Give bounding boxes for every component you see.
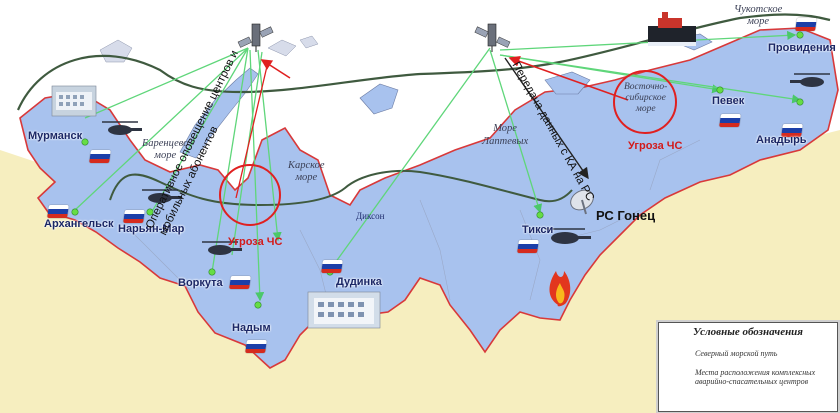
- coastal-route: [109, 169, 573, 207]
- threat-label-right: Угроза ЧС: [628, 140, 683, 152]
- satellite-icon: [237, 23, 274, 52]
- city-label-vorkuta: Воркута: [178, 277, 223, 289]
- map-legend: Условные обозначения Северный морской пу…: [658, 322, 838, 412]
- downlink-arrow: [504, 57, 589, 180]
- threat-link-left-2: [235, 61, 269, 199]
- threat-label-left: Угроза ЧС: [228, 236, 283, 248]
- building-photo: [307, 291, 381, 329]
- ground-station-label: РС Гонец: [596, 208, 656, 223]
- threat-link-left: [260, 59, 291, 79]
- legend-title: Условные обозначения: [693, 326, 803, 338]
- russia-flag-icon: [795, 18, 817, 31]
- franz-josef-land: [267, 35, 319, 57]
- satellite-dish-icon: [570, 189, 594, 215]
- city-label-naryan-mar: Нарьян-Мар: [118, 223, 185, 235]
- sea-label-east-siberian: Восточно- сибирское море: [624, 82, 668, 114]
- legend-route-label: Северный морской путь: [695, 349, 778, 358]
- threat-link-right: [508, 55, 629, 101]
- city-label-provideniya: Провидения: [768, 42, 836, 54]
- russia-flag-icon: [89, 150, 111, 163]
- russia-flag-icon: [719, 114, 741, 127]
- helicopter-icon: [102, 73, 830, 255]
- city-label-dudinka: Дудинка: [336, 276, 382, 288]
- fire-icon: [549, 271, 571, 307]
- city-label-dikson: Диксон: [356, 211, 385, 221]
- city-label-anadyr: Анадырь: [756, 134, 807, 146]
- sea-label-kara: Карское море: [288, 160, 325, 183]
- russia-flag-icon: [47, 205, 69, 218]
- sea-label-barents: Баренцево море: [142, 138, 189, 161]
- city-label-tiksi: Тикси: [522, 224, 554, 236]
- legend-centers-label: Места расположения комплексных аварийно-…: [695, 368, 816, 386]
- satellite-icon: [474, 23, 511, 52]
- russia-flag-icon: [123, 210, 145, 223]
- icebreaker-icon: [648, 12, 696, 46]
- arctic-zone: [19, 27, 839, 369]
- sea-label-laptev: Море Лаптевых: [482, 123, 529, 147]
- city-label-arkhangelsk: Архангельск: [44, 218, 114, 230]
- russia-flag-icon: [245, 340, 267, 353]
- building-photo: [51, 85, 97, 117]
- novaya-zemlya: [179, 67, 259, 159]
- severnaya-zemlya: [359, 83, 399, 115]
- russia-flag-icon: [517, 240, 539, 253]
- sea-label-chukchi: Чукотское море: [734, 4, 783, 27]
- threat-circle-east-siberian: [613, 70, 677, 134]
- threat-circle-kara: [219, 164, 281, 226]
- new-siberian-islands: [544, 71, 591, 95]
- city-label-nadym: Надым: [232, 322, 271, 334]
- city-label-murmansk: Мурманск: [28, 130, 83, 142]
- russia-flag-icon: [229, 276, 251, 289]
- russia-flag-icon: [321, 260, 343, 273]
- city-label-pevek: Певек: [712, 95, 745, 107]
- northern-sea-route: [16, 13, 831, 111]
